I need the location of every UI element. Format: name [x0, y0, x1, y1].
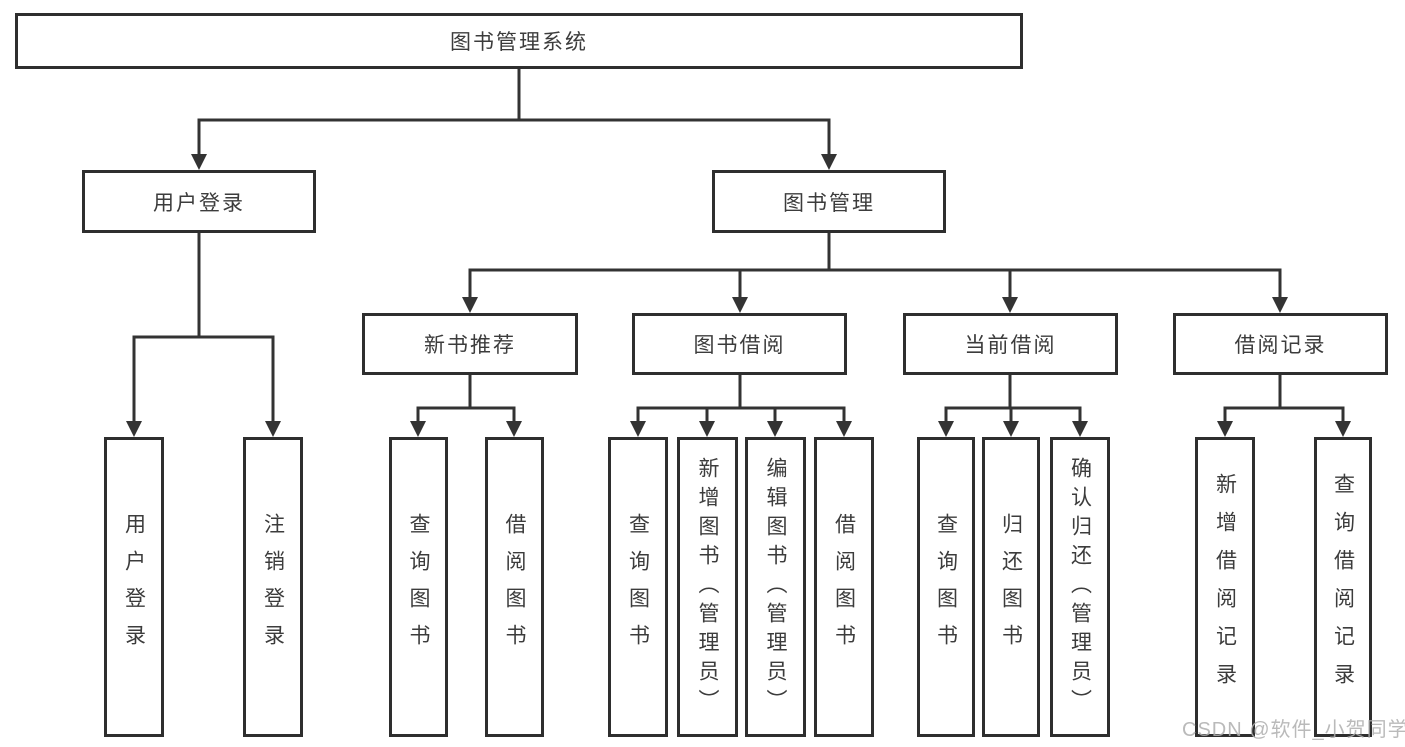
arrow-down-head: [699, 421, 715, 437]
leaf-label: 查询借阅记录: [1331, 473, 1355, 701]
node-book-borrowing: 图书借阅: [632, 313, 847, 375]
arrow-down-head: [732, 297, 748, 313]
leaf-label: 借阅图书: [832, 513, 856, 661]
arrow-down-head: [1072, 421, 1088, 437]
leaf-label: 编辑图书（管理员）: [764, 456, 787, 718]
leaf-query-borrow-record: 查询借阅记录: [1314, 437, 1372, 737]
arrow-down-head: [126, 421, 142, 437]
node-label: 用户登录: [153, 191, 245, 215]
node-label: 借阅记录: [1234, 334, 1327, 357]
arrow-down-head: [265, 421, 281, 437]
node-label: 图书管理: [783, 191, 875, 215]
node-current-borrowing: 当前借阅: [903, 313, 1118, 375]
leaf-label: 确认归还（管理员）: [1068, 456, 1092, 718]
node-label: 图书借阅: [693, 334, 786, 357]
leaf-confirm-return-admin: 确认归还（管理员）: [1050, 437, 1110, 737]
leaf-edit-books-admin: 编辑图书（管理员）: [745, 437, 806, 737]
node-system-root: 图书管理系统: [15, 13, 1023, 69]
leaf-label: 借阅图书: [503, 513, 526, 661]
leaf-borrow-books-2: 借阅图书: [814, 437, 874, 737]
arrow-down-head: [1335, 421, 1351, 437]
node-label: 当前借阅: [964, 334, 1057, 357]
leaf-label: 用户登录: [122, 513, 146, 661]
node-borrow-records: 借阅记录: [1173, 313, 1388, 375]
connector-records-branch: [1223, 375, 1345, 429]
leaf-add-borrow-record: 新增借阅记录: [1195, 437, 1255, 737]
connector-mgmt-to-level3: [468, 233, 1282, 305]
arrow-down-head: [1217, 421, 1233, 437]
arrow-down-head: [462, 297, 478, 313]
csdn-watermark: CSDN @软件_小贺同学: [1182, 719, 1405, 741]
leaf-label: 新增图书（管理员）: [696, 456, 719, 718]
arrow-down-head: [836, 421, 852, 437]
leaf-return-books: 归还图书: [982, 437, 1040, 737]
connector-root-to-level2: [197, 69, 831, 160]
arrow-down-head: [767, 421, 783, 437]
arrow-down-head: [1272, 297, 1288, 313]
leaf-label: 查询图书: [626, 513, 650, 661]
arrow-down-head: [630, 421, 646, 437]
arrow-down-head: [506, 421, 522, 437]
leaf-logout: 注销登录: [243, 437, 303, 737]
node-label: 图书管理系统: [450, 31, 588, 54]
node-new-book-recommend: 新书推荐: [362, 313, 578, 375]
connector-login-branch: [132, 233, 275, 429]
arrow-down-head: [821, 154, 837, 170]
arrow-down-head: [1002, 297, 1018, 313]
leaf-query-books-2: 查询图书: [608, 437, 668, 737]
node-book-management: 图书管理: [712, 170, 946, 233]
arrow-down-head: [191, 154, 207, 170]
leaf-label: 归还图书: [999, 513, 1023, 661]
leaf-label: 新增借阅记录: [1213, 473, 1237, 701]
leaf-label: 查询图书: [407, 513, 430, 661]
leaf-borrow-books-1: 借阅图书: [485, 437, 544, 737]
connector-borrow-branch: [636, 375, 846, 429]
leaf-label: 注销登录: [261, 513, 285, 661]
node-user-login: 用户登录: [82, 170, 316, 233]
connector-current-branch: [944, 375, 1082, 429]
leaf-add-books-admin: 新增图书（管理员）: [677, 437, 738, 737]
leaf-user-login: 用户登录: [104, 437, 164, 737]
arrow-down-head: [410, 421, 426, 437]
arrow-down-head: [938, 421, 954, 437]
leaf-query-books-1: 查询图书: [389, 437, 448, 737]
node-label: 新书推荐: [424, 334, 516, 357]
arrow-down-head: [1003, 421, 1019, 437]
connector-newbook-branch: [416, 375, 516, 429]
leaf-label: 查询图书: [934, 513, 958, 661]
leaf-query-books-3: 查询图书: [917, 437, 975, 737]
